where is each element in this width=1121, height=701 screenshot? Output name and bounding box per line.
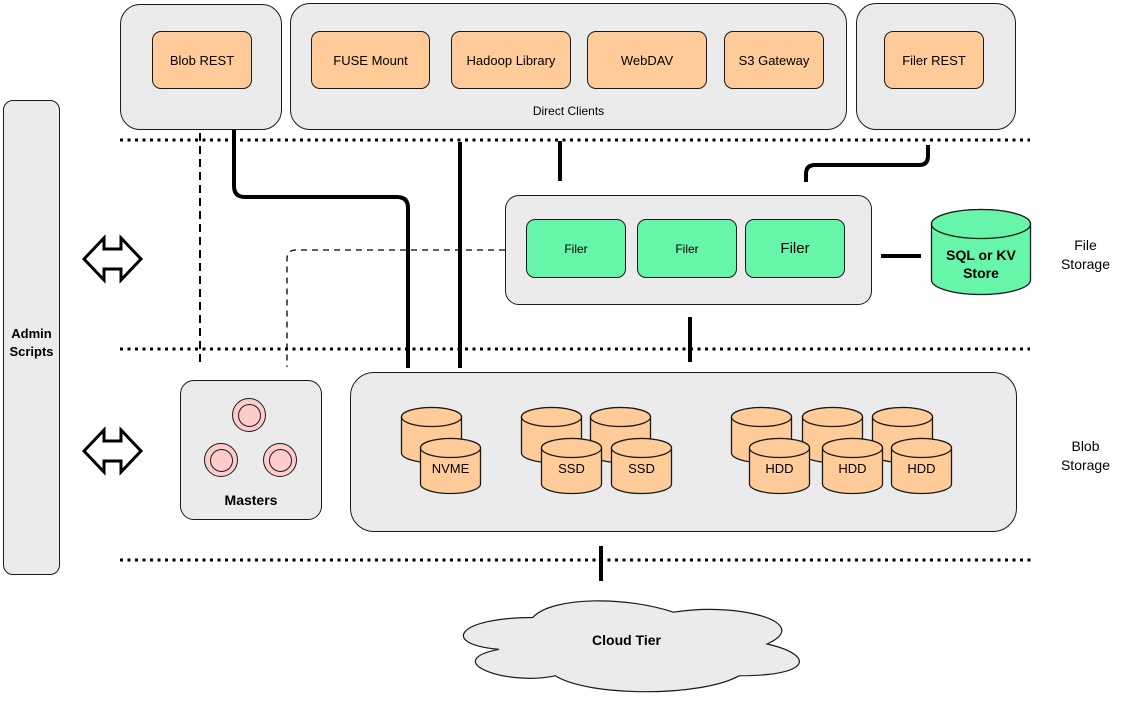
arrow-blobrest-to-blobstorage [232, 130, 410, 368]
volume-cylinder-hdd-2: HDD [821, 437, 884, 500]
cloud-tier-label: Cloud Tier [592, 632, 661, 648]
volume-label: HDD [765, 461, 794, 476]
fuse-mount-node: FUSE Mount [311, 31, 430, 89]
volume-label: NVME [431, 461, 470, 476]
blob-rest-node: Blob REST [152, 31, 252, 89]
dashed-arrow-filer-masters [286, 249, 505, 367]
volume-cylinder-hdd-1: HDD [748, 437, 811, 500]
file-storage-tier-label: File Storage [1060, 237, 1111, 272]
sql-kv-store-label: SQL or KV Store [946, 247, 1016, 282]
master-node-1-core [237, 403, 261, 427]
filer-rest-node: Filer REST [884, 31, 984, 89]
admin-scripts-box [3, 100, 60, 575]
volume-label: SSD [558, 461, 585, 476]
master-node-1 [232, 398, 266, 432]
volume-label: HDD [838, 461, 867, 476]
admin-scripts-label: Admin Scripts [9, 326, 54, 359]
master-node-2 [204, 443, 238, 477]
admin-double-arrow-file-tier [81, 234, 144, 284]
sql-kv-store-cylinder: SQL or KV Store [930, 208, 1032, 296]
volume-cylinder-nvme: NVME [419, 437, 482, 500]
master-node-3 [263, 443, 297, 477]
volume-label: SSD [628, 461, 655, 476]
hadoop-library-node: Hadoop Library [451, 31, 571, 89]
direct-clients-label: Direct Clients [532, 104, 605, 118]
cylinder-shape [930, 208, 1032, 296]
masters-label: Masters [224, 492, 278, 508]
volume-cylinder-hdd-3: HDD [890, 437, 953, 500]
webdav-node: WebDAV [587, 31, 707, 89]
filer-node-1: Filer [526, 219, 626, 278]
volume-cylinder-ssd-2: SSD [610, 437, 673, 500]
filer-node-3: Filer [745, 219, 845, 278]
volume-cylinder-ssd-1: SSD [540, 437, 603, 500]
filer-node-2: Filer [637, 219, 737, 278]
volume-label: HDD [907, 461, 936, 476]
s3-gateway-node: S3 Gateway [724, 31, 824, 89]
arrow-filerrest-filer [804, 145, 930, 182]
blob-storage-tier-label: Blob Storage [1060, 438, 1111, 473]
cloud-tier-shape: Cloud Tier [437, 589, 816, 699]
cloud-shape [462, 600, 800, 693]
master-node-3-core [268, 448, 292, 472]
master-node-2-core [209, 448, 233, 472]
admin-double-arrow-blob-tier [81, 426, 144, 476]
